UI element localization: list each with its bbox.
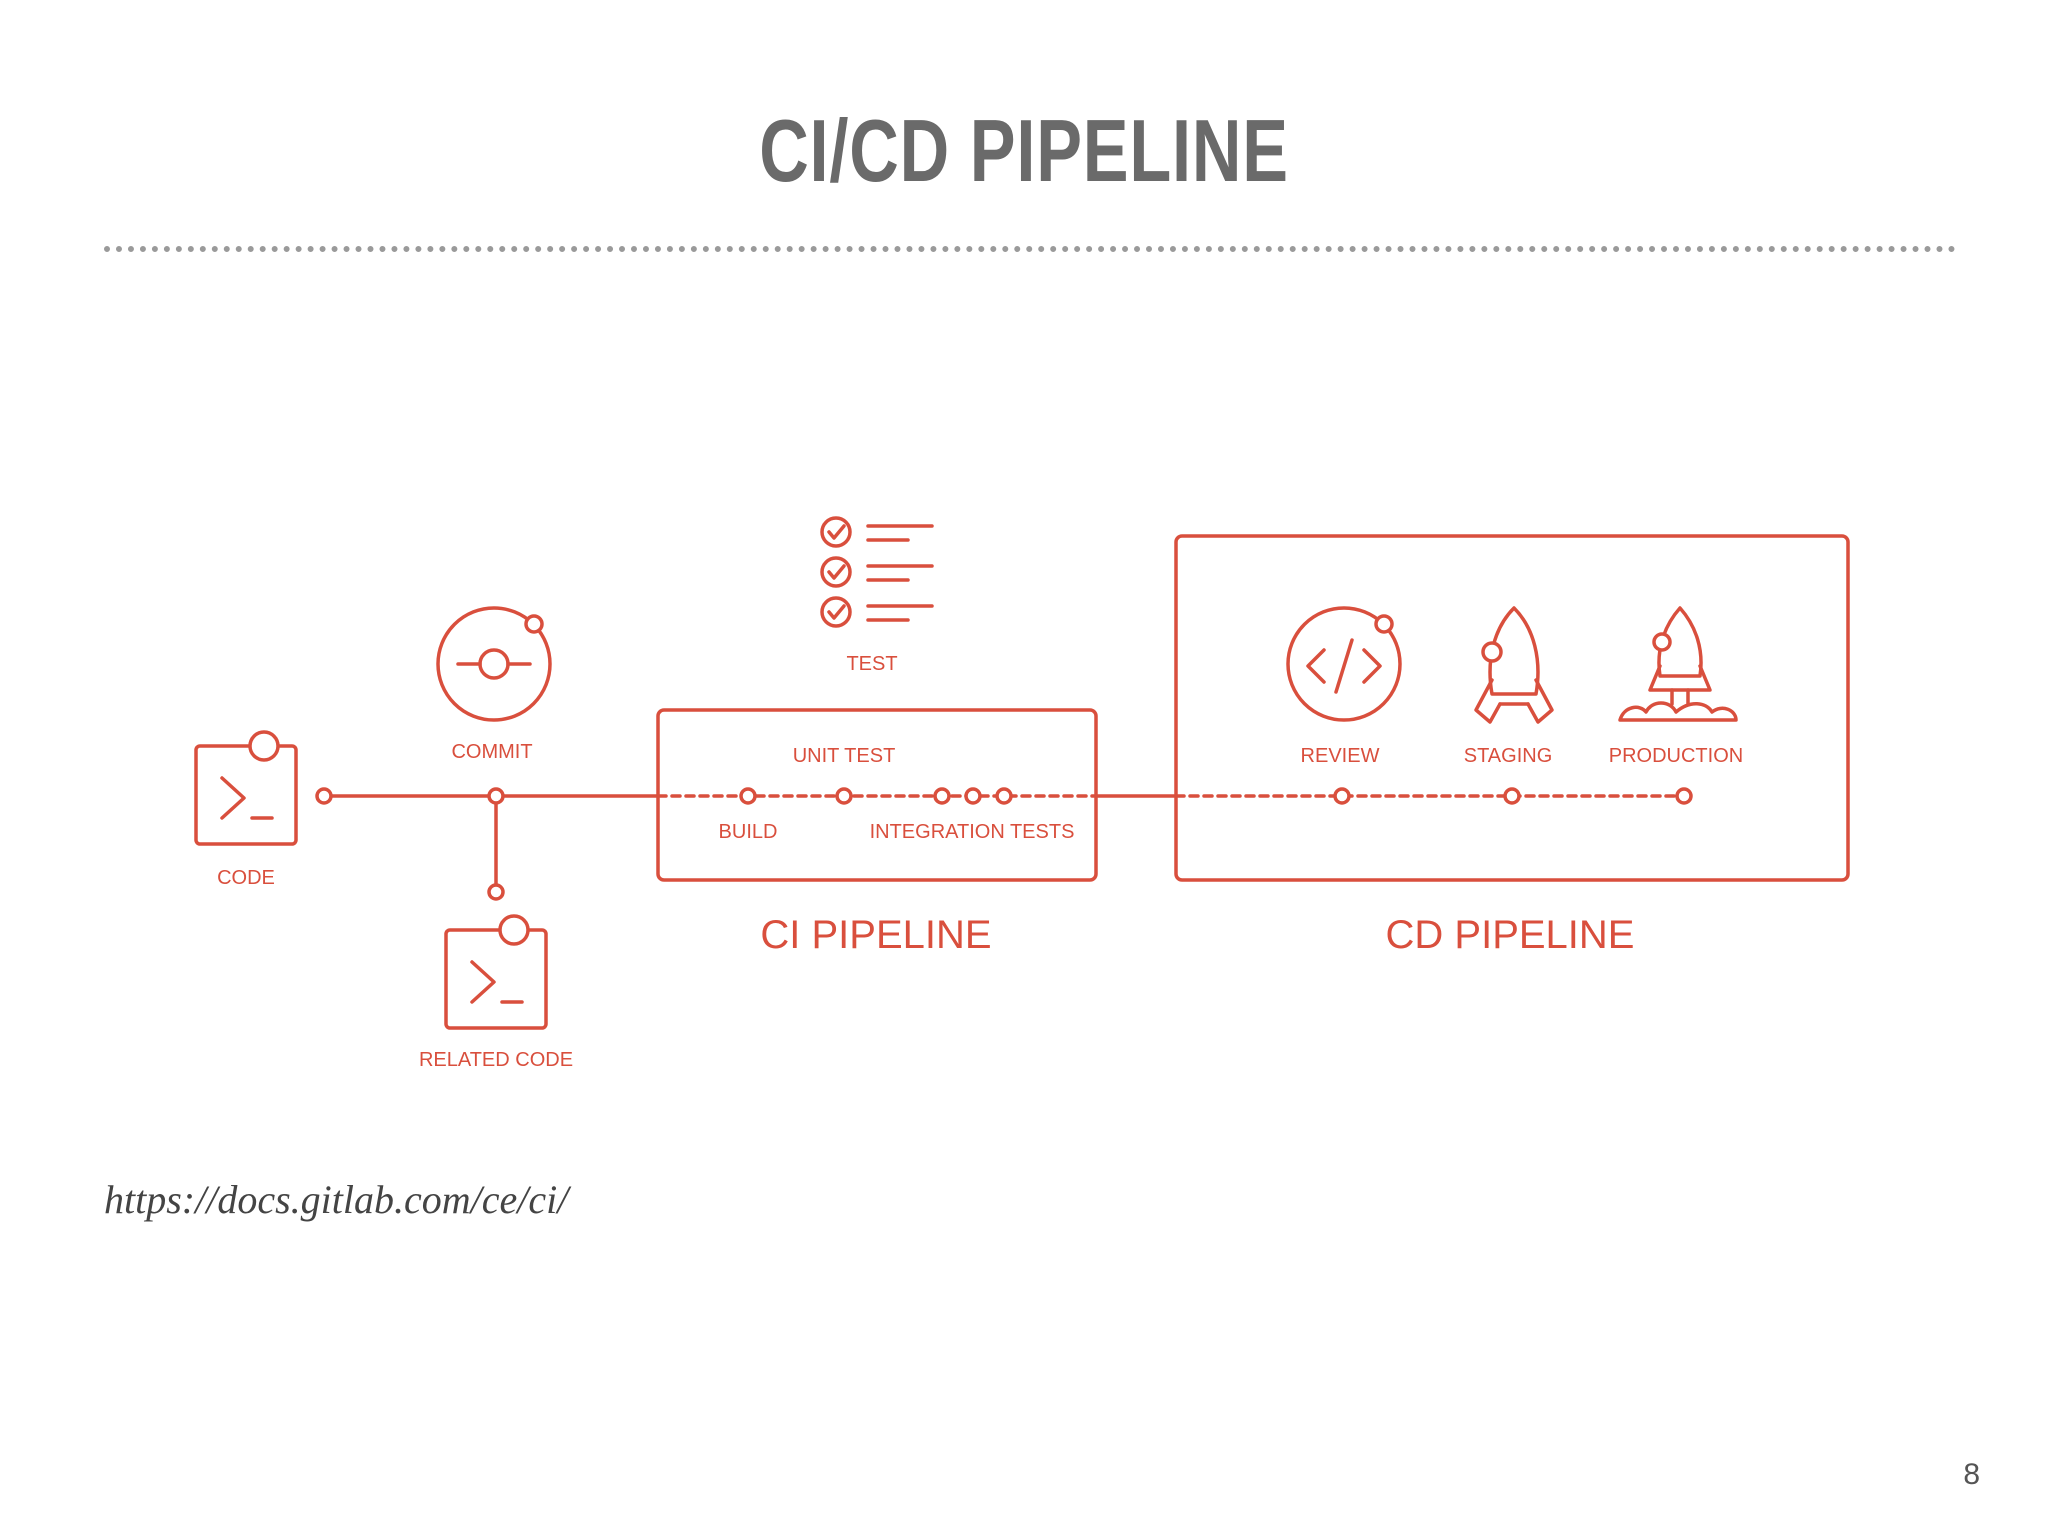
- label-build: BUILD: [719, 821, 778, 843]
- node-integration-3: [995, 787, 1013, 805]
- node-review: [1333, 787, 1351, 805]
- label-commit: COMMIT: [451, 741, 532, 763]
- page-number: 8: [1963, 1458, 1980, 1491]
- node-integration-2: [964, 787, 982, 805]
- node-unit-test: [835, 787, 853, 805]
- rocket-launch-icon: [1618, 606, 1738, 722]
- terminal-icon: [444, 914, 548, 1030]
- label-related-code: RELATED CODE: [419, 1049, 573, 1071]
- label-unit-test: UNIT TEST: [793, 745, 896, 767]
- source-link[interactable]: https://docs.gitlab.com/ce/ci/: [104, 1177, 569, 1222]
- node-related-code: [487, 883, 505, 901]
- node-production: [1675, 787, 1693, 805]
- title-divider: [104, 246, 1956, 252]
- label-ci-pipeline: CI PIPELINE: [760, 913, 991, 957]
- node-commit: [487, 787, 505, 805]
- label-cd-pipeline: CD PIPELINE: [1386, 913, 1635, 957]
- checklist-icon: [820, 516, 934, 628]
- label-test: TEST: [846, 653, 897, 675]
- label-production: PRODUCTION: [1609, 745, 1743, 767]
- node-integration-1: [933, 787, 951, 805]
- label-review: REVIEW: [1301, 745, 1380, 767]
- terminal-icon: [194, 730, 298, 846]
- code-review-icon: [1286, 606, 1402, 722]
- rocket-icon: [1474, 606, 1554, 724]
- commit-icon: [436, 606, 552, 722]
- label-staging: STAGING: [1464, 745, 1553, 767]
- cd-pipeline-box: [1174, 534, 1850, 882]
- ci-pipeline-box: [656, 708, 1098, 882]
- label-integration-tests: INTEGRATION TESTS: [870, 821, 1075, 843]
- node-code-start: [315, 787, 333, 805]
- node-build: [739, 787, 757, 805]
- node-staging: [1503, 787, 1521, 805]
- label-code: CODE: [217, 867, 275, 889]
- slide-title: CI/CD PIPELINE: [759, 101, 1289, 200]
